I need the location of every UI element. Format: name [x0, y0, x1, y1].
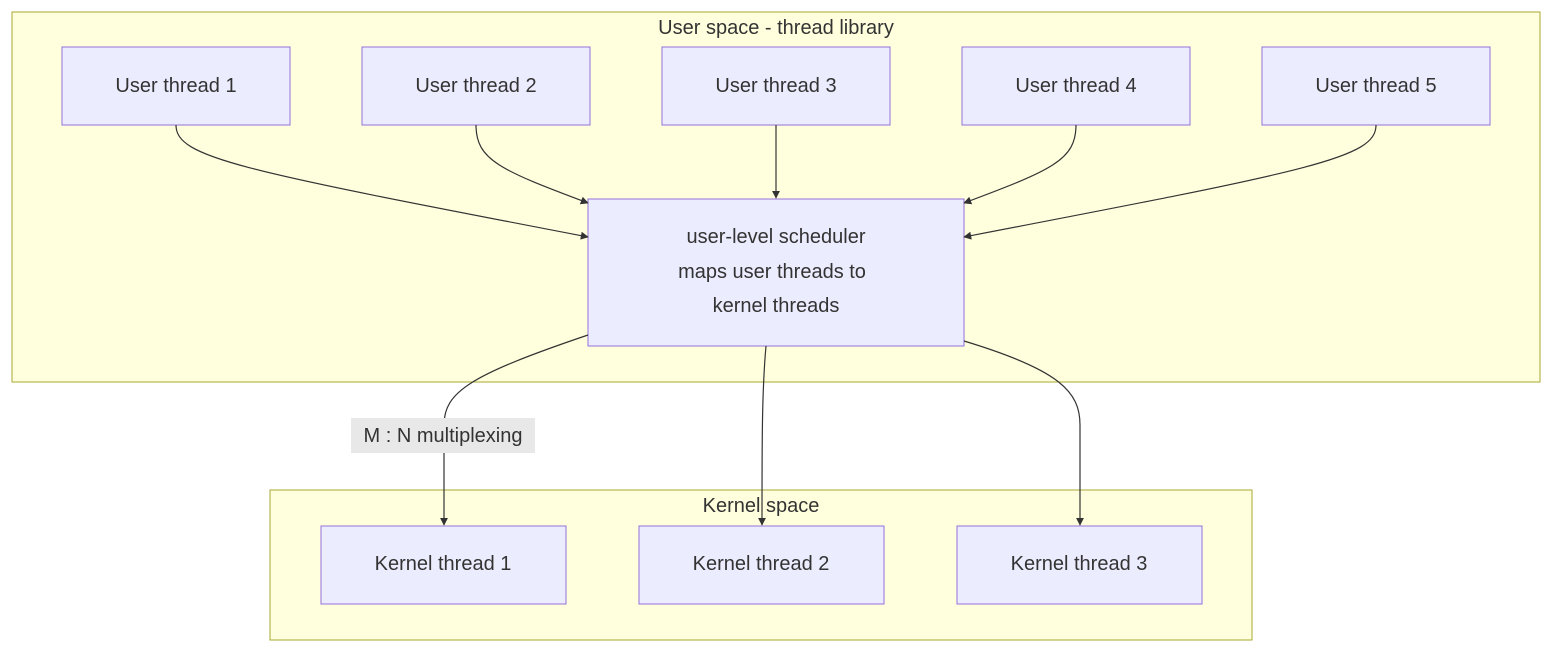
edge-label: M : N multiplexing [351, 418, 535, 453]
user-thread-node: User thread 5 [1261, 46, 1491, 126]
kernel-thread-label: Kernel thread 3 [1011, 553, 1148, 575]
user-thread-label: User thread 1 [115, 75, 236, 97]
user-thread-node: User thread 2 [361, 46, 591, 126]
kernel-thread-label: Kernel thread 2 [693, 553, 830, 575]
scheduler-label-line: kernel threads [713, 295, 840, 317]
edge-arrow [963, 124, 1377, 240]
edge-arrow [963, 124, 1077, 205]
edge-arrow [963, 340, 1084, 526]
user-thread-label: User thread 2 [415, 75, 536, 97]
edge-arrow [475, 124, 589, 205]
user-thread-node: User thread 4 [961, 46, 1191, 126]
kernel-thread-node: Kernel thread 3 [956, 525, 1203, 605]
scheduler-label-line: maps user threads to [678, 261, 866, 283]
user-thread-label: User thread 5 [1315, 75, 1436, 97]
edge-arrow [758, 345, 767, 526]
scheduler-node: user-level scheduler maps user threads t… [587, 198, 965, 347]
multiplexing-label: M : N multiplexing [364, 425, 523, 447]
kernel-thread-label: Kernel thread 1 [375, 553, 512, 575]
scheduler-label-line: user-level scheduler [687, 226, 866, 248]
user-thread-label: User thread 3 [715, 75, 836, 97]
user-space-title: User space - thread library [658, 17, 894, 39]
user-thread-node: User thread 3 [661, 46, 891, 126]
kernel-thread-node: Kernel thread 2 [638, 525, 885, 605]
user-thread-node: User thread 1 [61, 46, 291, 126]
kernel-thread-node: Kernel thread 1 [320, 525, 567, 605]
kernel-space-title: Kernel space [703, 495, 820, 517]
user-thread-label: User thread 4 [1015, 75, 1136, 97]
edge-arrow [175, 124, 589, 240]
